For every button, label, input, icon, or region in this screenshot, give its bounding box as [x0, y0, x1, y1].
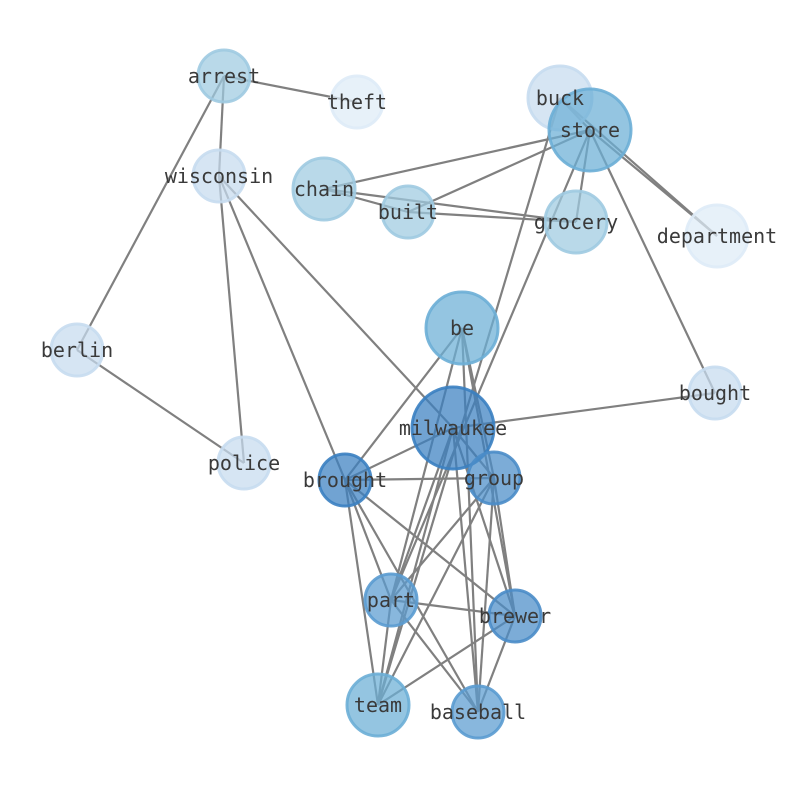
node-label-department: department	[657, 224, 777, 248]
node-label-arrest: arrest	[188, 64, 260, 88]
node-label-group: group	[464, 466, 524, 490]
node-wisconsin[interactable]	[191, 148, 247, 204]
edge-bought-milwaukee	[452, 391, 716, 430]
node-label-police: police	[208, 451, 280, 475]
node-arrest[interactable]	[196, 48, 252, 104]
node-label-chain: chain	[294, 177, 354, 201]
edge-milwaukee-team	[376, 427, 455, 706]
node-built[interactable]	[380, 184, 436, 240]
node-bought[interactable]	[687, 365, 743, 421]
node-milwaukee[interactable]	[410, 385, 496, 471]
edge-wisconsin-milwaukee	[218, 175, 454, 429]
node-label-team: team	[354, 693, 402, 717]
edge-arrest-berlin	[76, 75, 225, 351]
edge-group-team	[377, 477, 495, 706]
node-label-brought: brought	[303, 468, 387, 492]
node-team[interactable]	[345, 672, 411, 738]
node-grocery[interactable]	[543, 189, 609, 255]
node-chain[interactable]	[291, 156, 357, 222]
node-store[interactable]	[547, 87, 633, 173]
edge-group-baseball	[476, 477, 496, 713]
node-label-buck: buck	[536, 86, 584, 110]
node-baseball[interactable]	[450, 684, 506, 740]
edge-chain-grocery	[323, 187, 577, 224]
node-label-wisconsin: wisconsin	[165, 164, 273, 188]
node-brought[interactable]	[317, 452, 373, 508]
node-label-grocery: grocery	[534, 210, 618, 234]
node-theft[interactable]	[329, 74, 385, 130]
edge-store-chain	[323, 128, 591, 191]
node-label-theft: theft	[327, 90, 387, 114]
edge-wisconsin-police	[217, 175, 246, 464]
edge-be-part	[389, 327, 464, 601]
edge-be-baseball	[460, 327, 480, 713]
node-label-milwaukee: milwaukee	[399, 416, 507, 440]
edge-milwaukee-baseball	[451, 427, 480, 713]
node-police[interactable]	[216, 435, 272, 491]
node-part[interactable]	[363, 572, 419, 628]
nodes-layer	[49, 48, 750, 740]
edge-brought-team	[343, 479, 380, 706]
node-label-part: part	[367, 588, 415, 612]
node-label-brewer: brewer	[479, 604, 551, 628]
node-label-built: built	[378, 200, 438, 224]
edge-wisconsin-brought	[217, 175, 347, 481]
node-brewer[interactable]	[487, 588, 543, 644]
node-department[interactable]	[684, 203, 750, 269]
node-label-be: be	[450, 316, 474, 340]
node-be[interactable]	[424, 290, 500, 366]
node-berlin[interactable]	[49, 322, 105, 378]
edge-berlin-police	[76, 349, 245, 464]
node-label-berlin: berlin	[41, 338, 113, 362]
node-label-store: store	[560, 118, 620, 142]
labels-layer: arrest theft buck store wisconsin chain built g…	[41, 64, 777, 724]
node-label-baseball: baseball	[430, 700, 526, 724]
node-label-bought: bought	[679, 381, 751, 405]
edge-store-bought	[589, 129, 716, 394]
node-group[interactable]	[466, 450, 522, 506]
